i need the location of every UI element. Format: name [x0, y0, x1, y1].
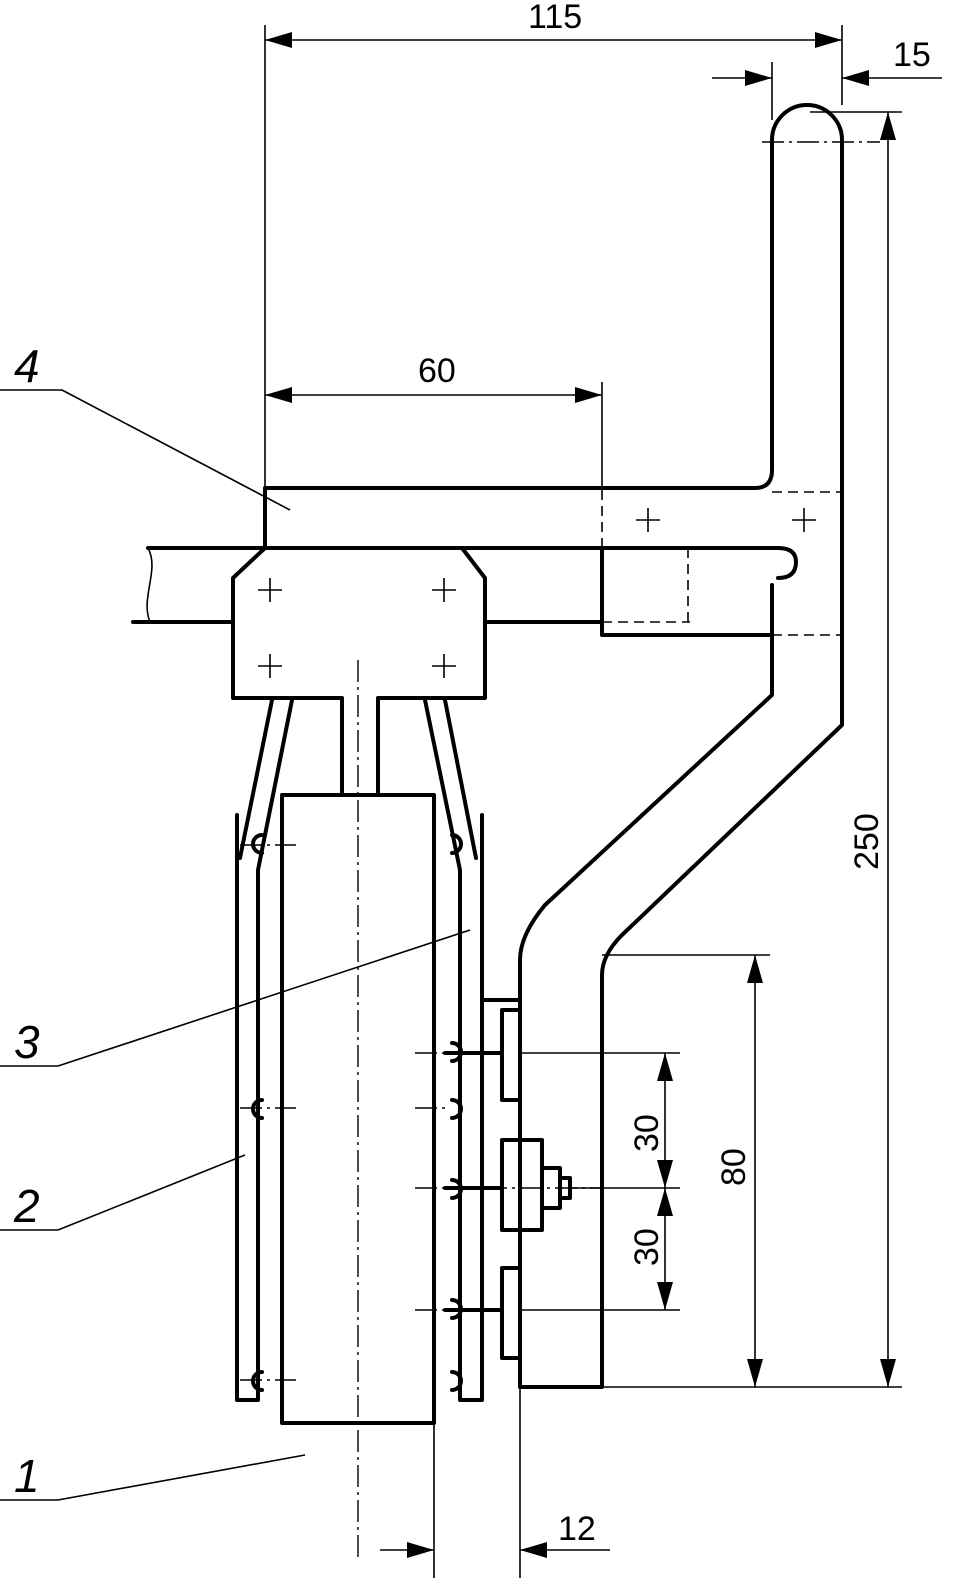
hidden-lines	[601, 490, 842, 636]
hook-bracket	[263, 103, 844, 1389]
dim-250: 250	[848, 813, 886, 870]
rivets	[251, 833, 463, 1392]
callout-4: 4	[14, 340, 40, 392]
dim-30-upper: 30	[628, 1114, 666, 1152]
strip-part-3	[423, 698, 484, 1402]
dim-30-lower: 30	[628, 1228, 666, 1266]
dimension-arrows	[265, 32, 896, 1558]
strip-part-2	[235, 698, 294, 1402]
cross-marks	[258, 508, 816, 678]
leader-lines	[0, 389, 471, 1501]
callout-2: 2	[13, 1180, 40, 1232]
dimension-lines	[264, 25, 942, 1578]
callout-1: 1	[14, 1450, 40, 1502]
dim-80: 80	[715, 1148, 753, 1186]
dim-12: 12	[558, 1510, 596, 1548]
dim-15: 15	[893, 36, 931, 74]
bolt-group	[443, 1008, 572, 1360]
rail-break-line	[146, 547, 153, 623]
callout-3: 3	[14, 1016, 40, 1068]
rail	[146, 546, 798, 580]
dim-115: 115	[528, 0, 582, 36]
center-lines	[240, 141, 880, 1560]
dim-60: 60	[418, 352, 456, 390]
